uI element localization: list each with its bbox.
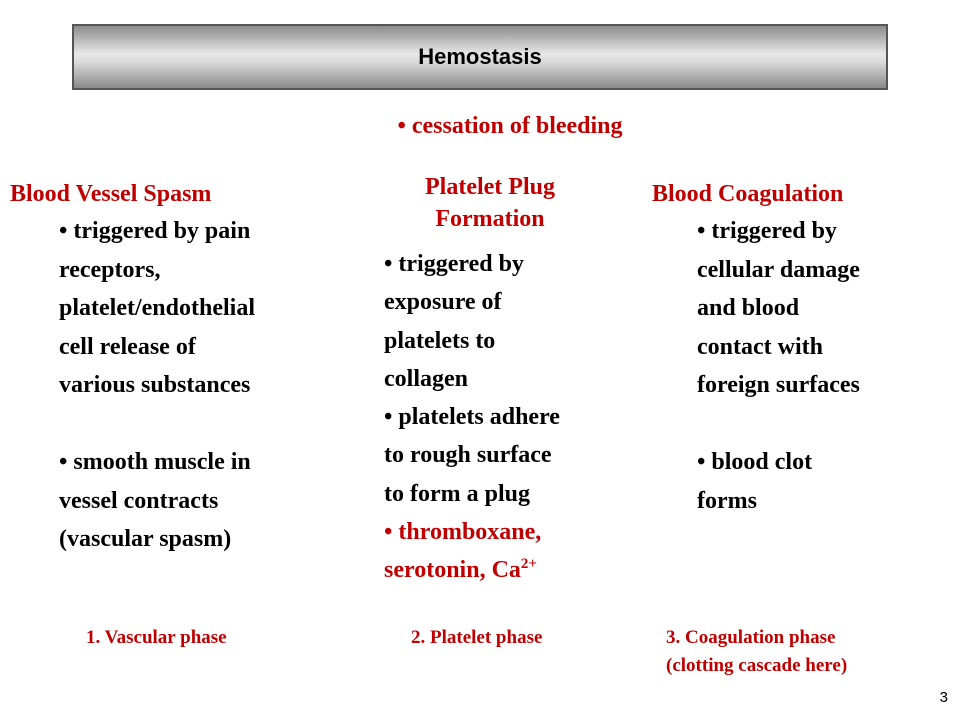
slide-title: Hemostasis <box>72 24 888 90</box>
column-1-line: (vascular spasm) <box>59 526 232 552</box>
column-1-spacer <box>59 405 255 444</box>
phase-2-label: 2. Platelet phase <box>411 627 543 648</box>
column-1-line: receptors, <box>59 256 161 283</box>
column-3-line: forms <box>697 487 757 514</box>
column-3-line: • triggered by <box>697 218 837 244</box>
calcium-text: serotonin, Ca <box>384 557 521 584</box>
column-3-body: • triggered by cellular damage and blood… <box>697 212 860 520</box>
column-2-body: • triggered by exposure of platelets to … <box>384 245 560 590</box>
phase-3-label-line: (clotting cascade here) <box>666 655 848 676</box>
phase-1-label: 1. Vascular phase <box>86 627 227 648</box>
column-2-heading-line: Platelet Plug <box>425 174 555 200</box>
column-1-line: vessel contracts <box>59 487 219 514</box>
column-2-highlight-line: serotonin, Ca2+ <box>384 551 560 589</box>
column-2-line: exposure of <box>384 289 502 316</box>
column-2-line: to rough surface <box>384 442 552 469</box>
calcium-superscript: 2+ <box>520 556 537 573</box>
column-2-line: • triggered by <box>384 251 524 277</box>
column-3-line: and blood <box>697 295 800 321</box>
column-2-heading: Platelet Plug Formation <box>360 171 620 235</box>
column-1-line: various substances <box>59 372 251 398</box>
column-2-heading-line: Formation <box>435 206 545 232</box>
column-3-heading: Blood Coagulation <box>652 181 844 207</box>
column-1-heading: Blood Vessel Spasm <box>10 181 212 207</box>
column-1-line: • triggered by pain <box>59 218 251 244</box>
slide-title-text: Hemostasis <box>418 44 542 69</box>
column-2-line: to form a plug <box>384 480 530 507</box>
column-1-line: • smooth muscle in <box>59 449 251 475</box>
column-2-line: collagen <box>384 365 468 392</box>
slide-subtitle: • cessation of bleeding <box>397 113 623 139</box>
column-1-line: cell release of <box>59 333 196 360</box>
phase-3-label: 3. Coagulation phase (clotting cascade h… <box>666 624 847 680</box>
column-1-body: • triggered by pain receptors, platelet/… <box>59 212 255 559</box>
column-3-line: contact with <box>697 333 823 360</box>
column-2-highlight-line: • thromboxane, <box>384 519 542 546</box>
column-3-line: cellular damage <box>697 256 860 283</box>
column-2-line: platelets to <box>384 327 496 354</box>
column-2-line: • platelets adhere <box>384 404 560 431</box>
column-3-line: • blood clot <box>697 449 813 475</box>
phase-3-label-line: 3. Coagulation phase <box>666 627 836 648</box>
column-3-line: foreign surfaces <box>697 372 860 398</box>
column-3-spacer <box>697 405 860 444</box>
column-1-line: platelet/endothelial <box>59 295 255 321</box>
page-number: 3 <box>939 689 948 706</box>
